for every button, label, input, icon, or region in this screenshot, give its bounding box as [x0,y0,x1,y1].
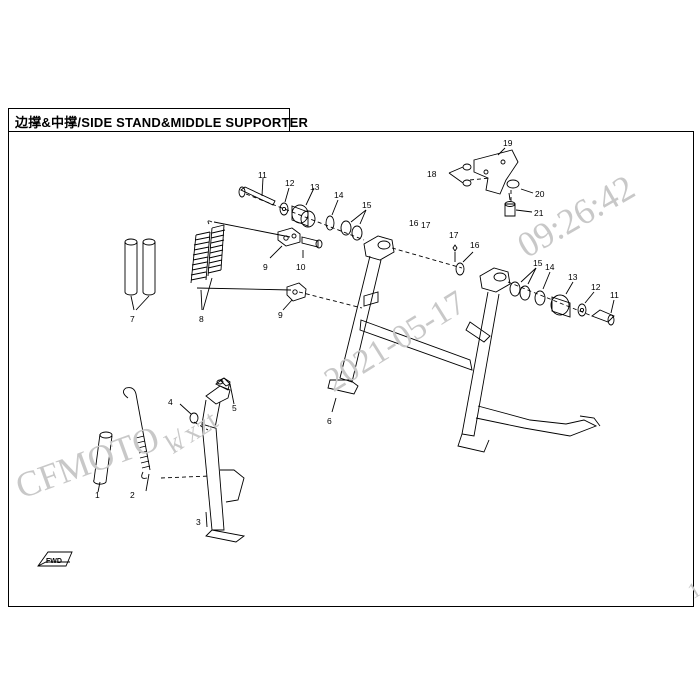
callout-9-lower: 9 [278,310,283,320]
left-bolt-assembly [238,177,367,241]
callout-13-left: 13 [310,182,320,192]
callout-15-left: 15 [362,200,372,210]
callout-4: 4 [168,397,173,407]
side-stand-part-3 [201,377,246,543]
brackets-part-9 [269,227,307,311]
callout-1: 1 [95,490,100,500]
callout-2: 2 [130,490,135,500]
bushing-part-10 [301,236,323,258]
upper-bracket-parts-18-21 [448,147,534,217]
callout-numbers: 1 2 3 4 5 6 7 8 9 9 10 11 11 12 12 13 13… [95,138,619,527]
title-box: 边撑&中撑/SIDE STAND&MIDDLE SUPPORTER [8,108,308,132]
callout-12-right: 12 [591,282,601,292]
diagram-frame [8,131,694,607]
callout-11-left: 11 [258,170,267,180]
callout-14-right: 14 [545,262,555,272]
callout-8: 8 [199,314,204,324]
fwd-arrow-icon: FWD [37,551,73,567]
callout-3: 3 [196,517,201,527]
callout-18: 18 [427,169,437,179]
callout-20: 20 [535,189,545,199]
callout-10: 10 [296,262,306,272]
callout-5: 5 [232,403,237,413]
callout-16-upper: 16 [409,218,419,228]
callout-13-right: 13 [568,272,578,282]
callout-21: 21 [534,208,544,218]
assembly-leader-lines [160,177,593,479]
callout-12-left: 12 [285,178,295,188]
callout-17-upper: 17 [421,220,431,230]
callout-19: 19 [503,138,513,148]
rubber-grips-part-7 [124,238,156,311]
callout-9-upper: 9 [263,262,268,272]
callout-14-left: 14 [334,190,344,200]
fwd-label: FWD [46,558,62,565]
callout-11-right: 11 [610,290,619,300]
middle-stand-part-6 [327,235,601,453]
callout-16-lower: 16 [470,240,480,250]
callout-15-right: 15 [533,258,543,268]
right-bolt-assembly [452,244,615,326]
diagram-title: 边撑&中撑/SIDE STAND&MIDDLE SUPPORTER [15,115,309,130]
side-stand-hardware [93,377,235,493]
callout-17-lower: 17 [449,230,459,240]
springs-part-8 [190,220,292,311]
callout-7: 7 [130,314,135,324]
callout-6: 6 [327,416,332,426]
